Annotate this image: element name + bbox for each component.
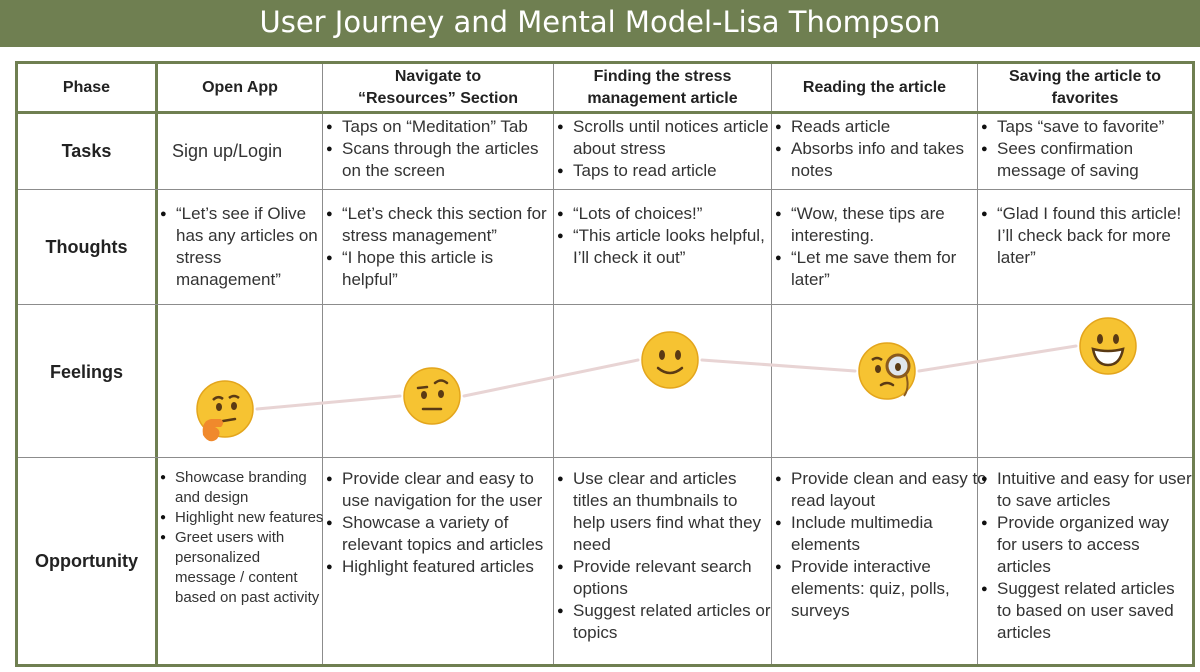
opportunity-item: Greet users with personalized message / … xyxy=(158,528,324,608)
opportunity-item: Highlight featured articles xyxy=(324,556,553,578)
column-divider xyxy=(553,64,554,664)
phase-saving-article: Saving the article to favorites xyxy=(978,64,1192,111)
row-label-tasks: Tasks xyxy=(61,141,112,161)
page-title: User Journey and Mental Model-Lisa Thomp… xyxy=(259,5,941,39)
feeling-curve-segment xyxy=(462,358,640,398)
opportunity-item: Provide organized way for users to acces… xyxy=(979,512,1192,578)
task-item: Taps to read article xyxy=(555,160,771,182)
row-divider xyxy=(18,457,1192,458)
opportunity-item: Showcase branding and design xyxy=(158,468,324,508)
task-text: Sign up/Login xyxy=(172,141,283,161)
title-bar: User Journey and Mental Model-Lisa Thomp… xyxy=(0,0,1200,47)
feeling-curve-segment xyxy=(917,344,1078,373)
opportunity-cell: Intuitive and easy for user to save arti… xyxy=(979,468,1192,658)
feeling-curve-segment xyxy=(255,394,402,411)
thought-item: “This article looks helpful, I’ll check … xyxy=(555,225,771,269)
phase-header: Phase xyxy=(62,78,111,96)
opportunity-cell: Showcase branding and design Highlight n… xyxy=(158,468,324,658)
thought-cell: “Let’s see if Olive has any articles on … xyxy=(158,203,322,303)
row-divider xyxy=(18,304,1192,305)
thought-item: “Glad I found this article! I’ll check b… xyxy=(979,203,1192,269)
opportunity-item: Use clear and articles titles an thumbna… xyxy=(555,468,771,556)
opportunity-item: Suggest related articles to based on use… xyxy=(979,578,1192,644)
task-item: Scrolls until notices article about stre… xyxy=(555,116,771,160)
thought-cell: “Let’s check this section for stress man… xyxy=(324,203,553,303)
face-with-monocle-icon xyxy=(858,342,916,400)
opportunity-item: Intuitive and easy for user to save arti… xyxy=(979,468,1192,512)
row-label-feelings: Feelings xyxy=(49,361,124,382)
thought-item: “Let’s see if Olive has any articles on … xyxy=(158,203,322,291)
opportunity-item: Suggest related articles or topics xyxy=(555,600,771,644)
opportunity-cell: Provide clear and easy to use navigation… xyxy=(324,468,553,658)
phase-title-line: management article xyxy=(587,89,738,107)
phase-open-app: Open App xyxy=(158,64,322,111)
thought-item: “Wow, these tips are interesting. xyxy=(773,203,977,247)
row-label-thoughts: Thoughts xyxy=(45,236,128,257)
thought-cell: “Wow, these tips are interesting. “Let m… xyxy=(773,203,977,303)
grinning-face-icon xyxy=(1079,317,1137,375)
task-cell: Scrolls until notices article about stre… xyxy=(555,116,771,188)
phase-reading-article: Reading the article xyxy=(772,64,977,111)
task-item: Taps on “Meditation” Tab xyxy=(324,116,554,138)
task-item: Sees confirmation message of saving xyxy=(979,138,1192,182)
opportunity-item: Highlight new features xyxy=(158,508,324,528)
phase-title-line: Navigate to xyxy=(394,67,482,85)
opportunity-cell: Use clear and articles titles an thumbna… xyxy=(555,468,771,658)
task-cell: Taps “save to favorite” Sees confirmatio… xyxy=(979,116,1192,188)
task-cell: Reads article Absorbs info and takes not… xyxy=(773,116,989,188)
phase-title-line: favorites xyxy=(1051,89,1119,107)
opportunity-cell: Provide clean and easy to read layout In… xyxy=(773,468,989,658)
opportunity-item: Provide clear and easy to use navigation… xyxy=(324,468,553,512)
thought-item: “Let’s check this section for stress man… xyxy=(324,203,553,247)
slightly-smiling-face-icon xyxy=(641,331,699,389)
thinking-face-icon xyxy=(196,380,254,442)
thought-cell: “Lots of choices!” “This article looks h… xyxy=(555,203,771,303)
task-cell: Sign up/Login xyxy=(158,114,322,189)
journey-table: Phase Open App Navigate to “Resources” Se… xyxy=(15,61,1195,667)
opportunity-item: Provide relevant search options xyxy=(555,556,771,600)
row-divider xyxy=(18,111,1192,114)
phase-title-line: Saving the article to xyxy=(1008,67,1162,85)
column-divider xyxy=(155,64,158,664)
row-divider xyxy=(18,189,1192,190)
opportunity-item: Provide interactive elements: quiz, poll… xyxy=(773,556,989,622)
task-item: Taps “save to favorite” xyxy=(979,116,1192,138)
task-item: Absorbs info and takes notes xyxy=(773,138,989,182)
opportunity-item: Showcase a variety of relevant topics an… xyxy=(324,512,553,556)
task-item: Scans through the articles on the screen xyxy=(324,138,554,182)
thought-item: “I hope this article is helpful” xyxy=(324,247,553,291)
thought-cell: “Glad I found this article! I’ll check b… xyxy=(979,203,1192,303)
phase-title-line: “Resources” Section xyxy=(357,89,519,107)
phase-title-line: Finding the stress xyxy=(593,67,732,85)
column-divider xyxy=(977,64,978,664)
phase-finding-article: Finding the stress management article xyxy=(554,64,771,111)
phase-title: Reading the article xyxy=(802,78,947,96)
thought-item: “Let me save them for later” xyxy=(773,247,977,291)
raised-eyebrow-face-icon xyxy=(403,367,461,425)
feelings-curve xyxy=(196,317,1137,442)
thought-item: “Lots of choices!” xyxy=(555,203,771,225)
column-divider xyxy=(322,64,323,664)
phase-navigate-resources: Navigate to “Resources” Section xyxy=(323,64,553,111)
opportunity-item: Include multimedia elements xyxy=(773,512,989,556)
task-item: Reads article xyxy=(773,116,989,138)
opportunity-item: Provide clean and easy to read layout xyxy=(773,468,989,512)
row-label-opportunity: Opportunity xyxy=(35,550,138,571)
feeling-curve-segment xyxy=(700,358,857,373)
phase-title: Open App xyxy=(202,78,278,96)
task-cell: Taps on “Meditation” Tab Scans through t… xyxy=(324,116,554,188)
